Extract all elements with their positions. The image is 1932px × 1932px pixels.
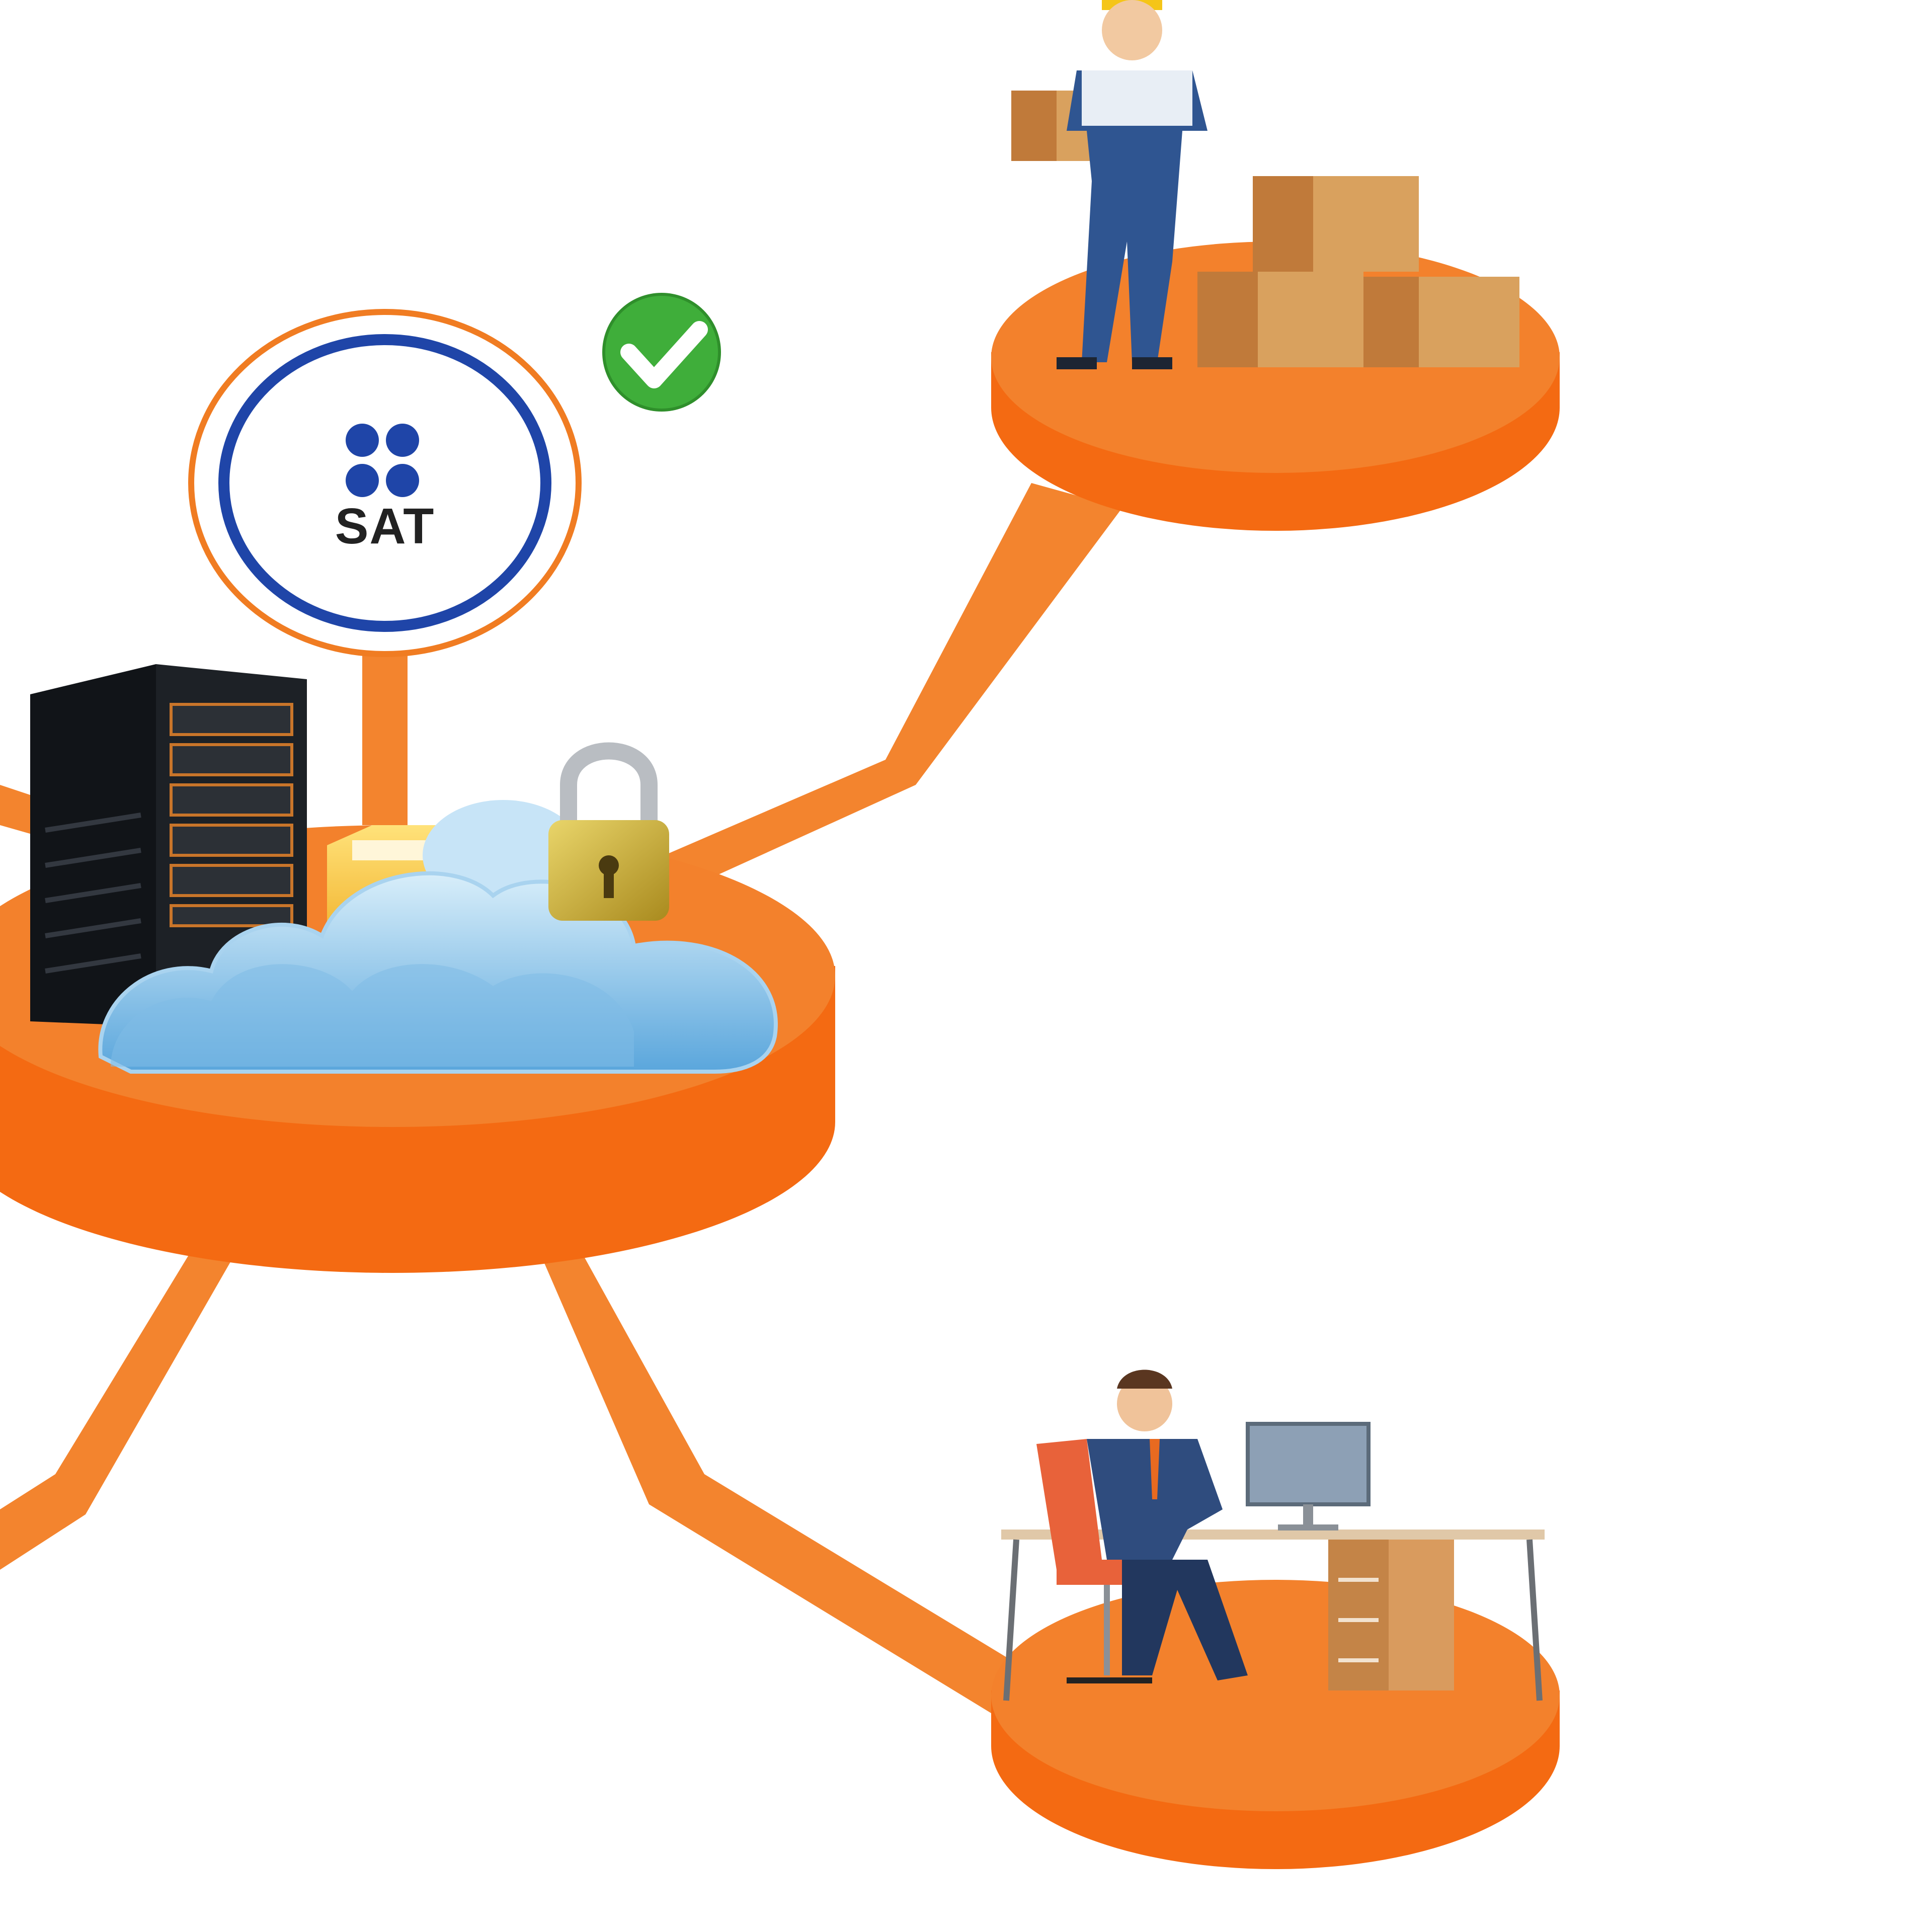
padlock-icon bbox=[548, 742, 669, 921]
connector-to-warehouse bbox=[664, 483, 1122, 886]
warehouse-worker-icon bbox=[1057, 0, 1208, 369]
connector-to-left-top bbox=[0, 785, 35, 835]
connector-to-logo-badge bbox=[362, 639, 408, 825]
connector-to-office bbox=[533, 1238, 1036, 1741]
sat-logo-text: SAT bbox=[335, 498, 435, 554]
office-platform bbox=[991, 1580, 1560, 1869]
sat-logo-badge: SAT bbox=[188, 309, 582, 657]
cloud-icon bbox=[98, 800, 778, 1074]
monitor-icon bbox=[1246, 1422, 1371, 1531]
office-worker-icon bbox=[1036, 1370, 1248, 1683]
connector-to-left-bottom bbox=[0, 1243, 242, 1570]
sat-logo-dots bbox=[346, 424, 419, 497]
check-circle-icon bbox=[602, 293, 721, 412]
connectors bbox=[0, 483, 1122, 1741]
